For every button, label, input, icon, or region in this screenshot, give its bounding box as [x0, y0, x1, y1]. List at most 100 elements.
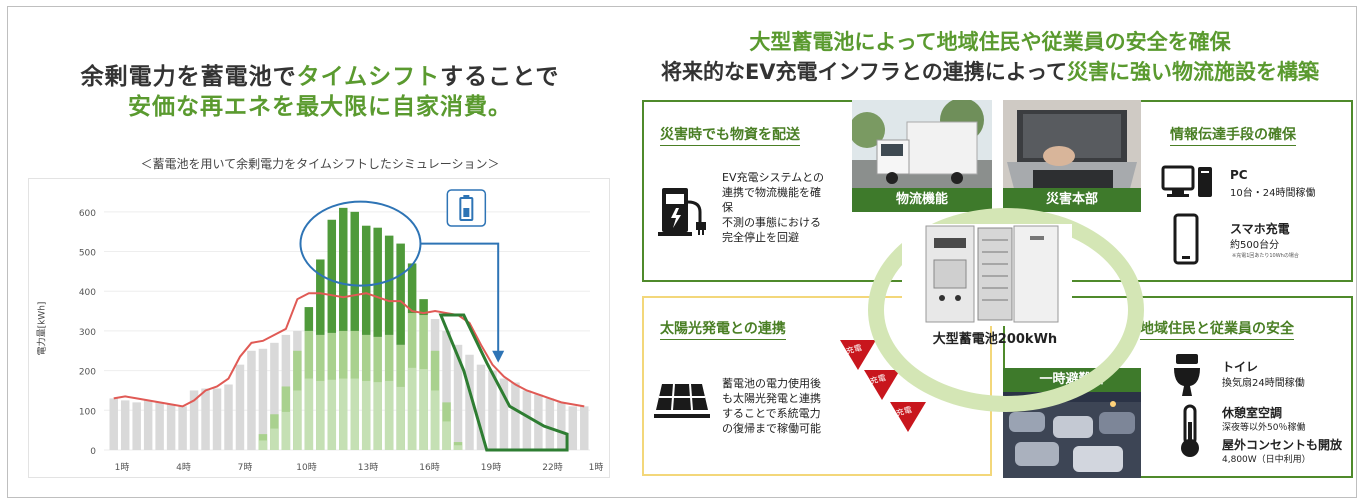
demand-bar [511, 382, 520, 450]
demand-bar [109, 398, 118, 450]
demand-bar [568, 406, 578, 450]
photo-label-info: 災害本部 [1003, 188, 1141, 212]
room-label: 休憩室空調 [1222, 406, 1283, 420]
right-title-1: 大型蓄電池によって地域住民や従業員の安全を確保 [749, 30, 1231, 54]
solar-bar-base [419, 369, 428, 450]
toilet-label: トイレ [1222, 360, 1259, 374]
box-logistics-text: EV充電システムとの 連携で物流機能を確 保 不測の事態における 完全停止を回避 [722, 171, 825, 244]
x-tick-label: 1時 [589, 462, 604, 473]
solar-bar-base [327, 379, 337, 450]
surplus-bar [339, 207, 348, 331]
demand-bar [132, 402, 141, 450]
headline-part-b: タイムシフト [296, 64, 441, 90]
outlet-label: 屋外コンセントも開放 [1222, 438, 1343, 452]
demand-bar [155, 402, 164, 450]
outlet-detail: 4,800W（日中利用） [1222, 455, 1311, 465]
x-tick-label: 7時 [238, 462, 253, 473]
pc-label: PC [1230, 168, 1248, 182]
solar-bar-base [373, 382, 382, 450]
box-solar-text: 蓄電池の電力使用後 も太陽光発電と連携 することで系統電力 の復帰まで稼働可能 [722, 377, 821, 435]
headline-part-c: することで [440, 64, 560, 90]
solar-bar-base [407, 367, 417, 450]
surplus-bar [373, 227, 382, 337]
surplus-bar [384, 235, 394, 335]
demand-bar [476, 364, 486, 450]
thermometer-icon [1181, 404, 1199, 457]
toilet-detail: 換気扇24時間稼働 [1222, 378, 1305, 389]
demand-bar [201, 388, 210, 450]
solar-bar-base [442, 421, 451, 450]
chart-frame [28, 178, 610, 478]
pc-icon [1161, 165, 1212, 197]
x-tick-label: 1時 [115, 462, 130, 473]
y-tick-label: 400 [79, 288, 96, 298]
solar-bar-base [339, 378, 348, 450]
right-title-2a: 将来的なEV充電インフラとの連携によって [660, 60, 1068, 84]
solar-bar-base [281, 411, 291, 450]
x-tick-label: 4時 [176, 462, 191, 473]
simulation-caption: ＜蓄電池を用いて余剰電力をタイムシフトしたシミュレーション＞ [140, 157, 500, 171]
solar-bar-base [361, 380, 371, 450]
demand-bar [166, 404, 176, 450]
solar-bar-base [430, 390, 440, 450]
surplus-bar [407, 263, 417, 314]
box-info-title: 情報伝達手段の確保 [1170, 124, 1296, 146]
solar-bar-base [304, 378, 314, 450]
demand-bar [224, 384, 233, 450]
solar-bar-base [396, 386, 405, 450]
battery-label: 大型蓄電池200kWh [932, 332, 1058, 347]
x-tick-label: 13時 [358, 462, 378, 473]
solar-panel-icon [654, 383, 710, 418]
left-headline: 余剰電力を蓄電池でタイムシフトすることで 安価な再エネを最大限に自家消費。 [40, 62, 600, 122]
demand-bar [465, 354, 474, 450]
x-tick-label: 10時 [296, 462, 316, 473]
demand-bar [557, 402, 566, 450]
photo-label-logistics: 物流機能 [852, 188, 992, 212]
demand-bar [189, 390, 199, 450]
box-safety-title: 地域住民と従業員の安全 [1140, 318, 1294, 340]
demand-bar [247, 350, 256, 450]
solar-bar-base [316, 380, 325, 450]
demand-bar [120, 400, 130, 450]
room-detail: 深夜等以外50％稼働 [1222, 423, 1306, 433]
phone-label: スマホ充電 [1230, 222, 1290, 236]
demand-bar [212, 388, 222, 450]
demand-bar [545, 398, 555, 450]
solar-bar-base [350, 378, 359, 450]
solar-bar-base [293, 390, 302, 450]
right-title-2b: 災害に強い物流施設を構築 [1067, 60, 1320, 84]
surplus-bar [361, 225, 371, 335]
large-battery-image [925, 225, 1059, 323]
phone-note: ※充電1回あたり10Whの場合 [1232, 253, 1299, 259]
surplus-bar [316, 259, 325, 335]
solar-bar-base [453, 445, 463, 450]
demand-bar [453, 344, 463, 450]
toilet-icon [1174, 354, 1200, 396]
surplus-bar [327, 219, 337, 333]
demand-bar [258, 348, 268, 450]
solar-bar-base [270, 428, 279, 450]
demand-bar [499, 378, 509, 450]
right-title-2: 将来的なEV充電インフラとの連携によって災害に強い物流施設を構築 [630, 58, 1350, 86]
smartphone-icon [1173, 213, 1199, 265]
battery-icon-level [463, 208, 470, 217]
battery-icon-cap [463, 195, 470, 198]
y-tick-label: 300 [79, 328, 96, 338]
y-tick-label: 600 [79, 209, 96, 219]
demand-bar [235, 364, 245, 450]
box-logistics-title: 災害時でも物資を配送 [660, 124, 800, 146]
y-tick-label: 200 [79, 368, 96, 378]
x-tick-label: 19時 [481, 462, 501, 473]
demand-bar [143, 400, 153, 450]
shift-arrowhead [492, 350, 505, 363]
chart-ylabel-wrap: 電力量[kWh] [28, 298, 58, 358]
surplus-bar [419, 299, 428, 316]
y-tick-label: 100 [79, 407, 96, 417]
x-tick-label: 16時 [419, 462, 439, 473]
left-headline-line2: 安価な再エネを最大限に自家消費。 [128, 94, 512, 120]
solar-bar-base [258, 440, 268, 450]
solar-bar-base [384, 380, 394, 450]
demand-bar [270, 342, 279, 450]
shift-arrow [420, 242, 500, 359]
